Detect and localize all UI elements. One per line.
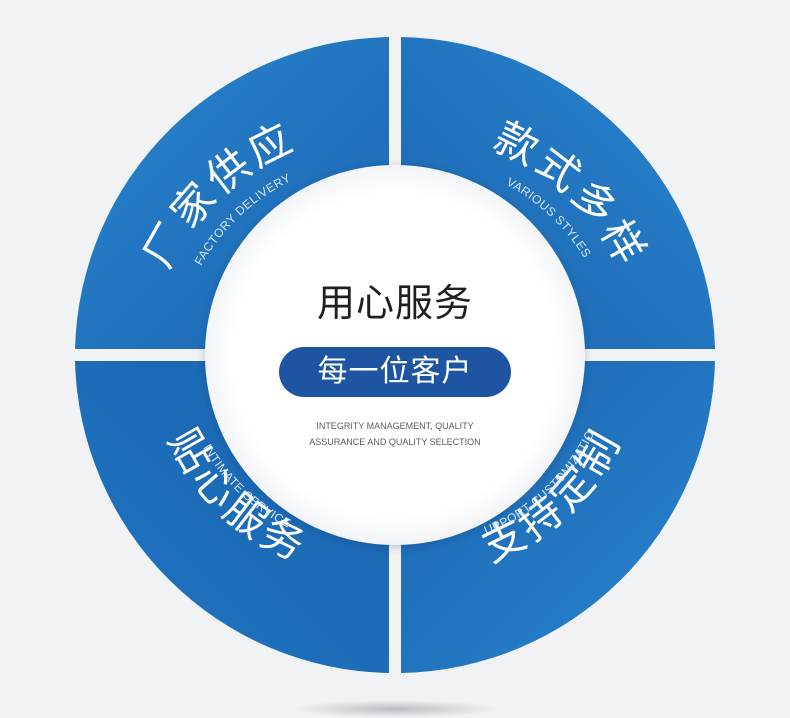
center-subtitle-line-2: ASSURANCE AND QUALITY SELECTION: [309, 437, 481, 447]
center-subtitle: INTEGRITY MANAGEMENT, QUALITY ASSURANCE …: [210, 418, 580, 450]
center-title: 用心服务: [316, 281, 473, 325]
center-content: 用心服务 每一位客户 INTEGRITY MANAGEMENT, QUALITY…: [210, 210, 580, 510]
center-subtitle-line-1: INTEGRITY MANAGEMENT, QUALITY: [316, 421, 474, 431]
bottom-shadow-decoration: [290, 700, 500, 718]
center-pill-badge: 每一位客户: [279, 347, 511, 397]
